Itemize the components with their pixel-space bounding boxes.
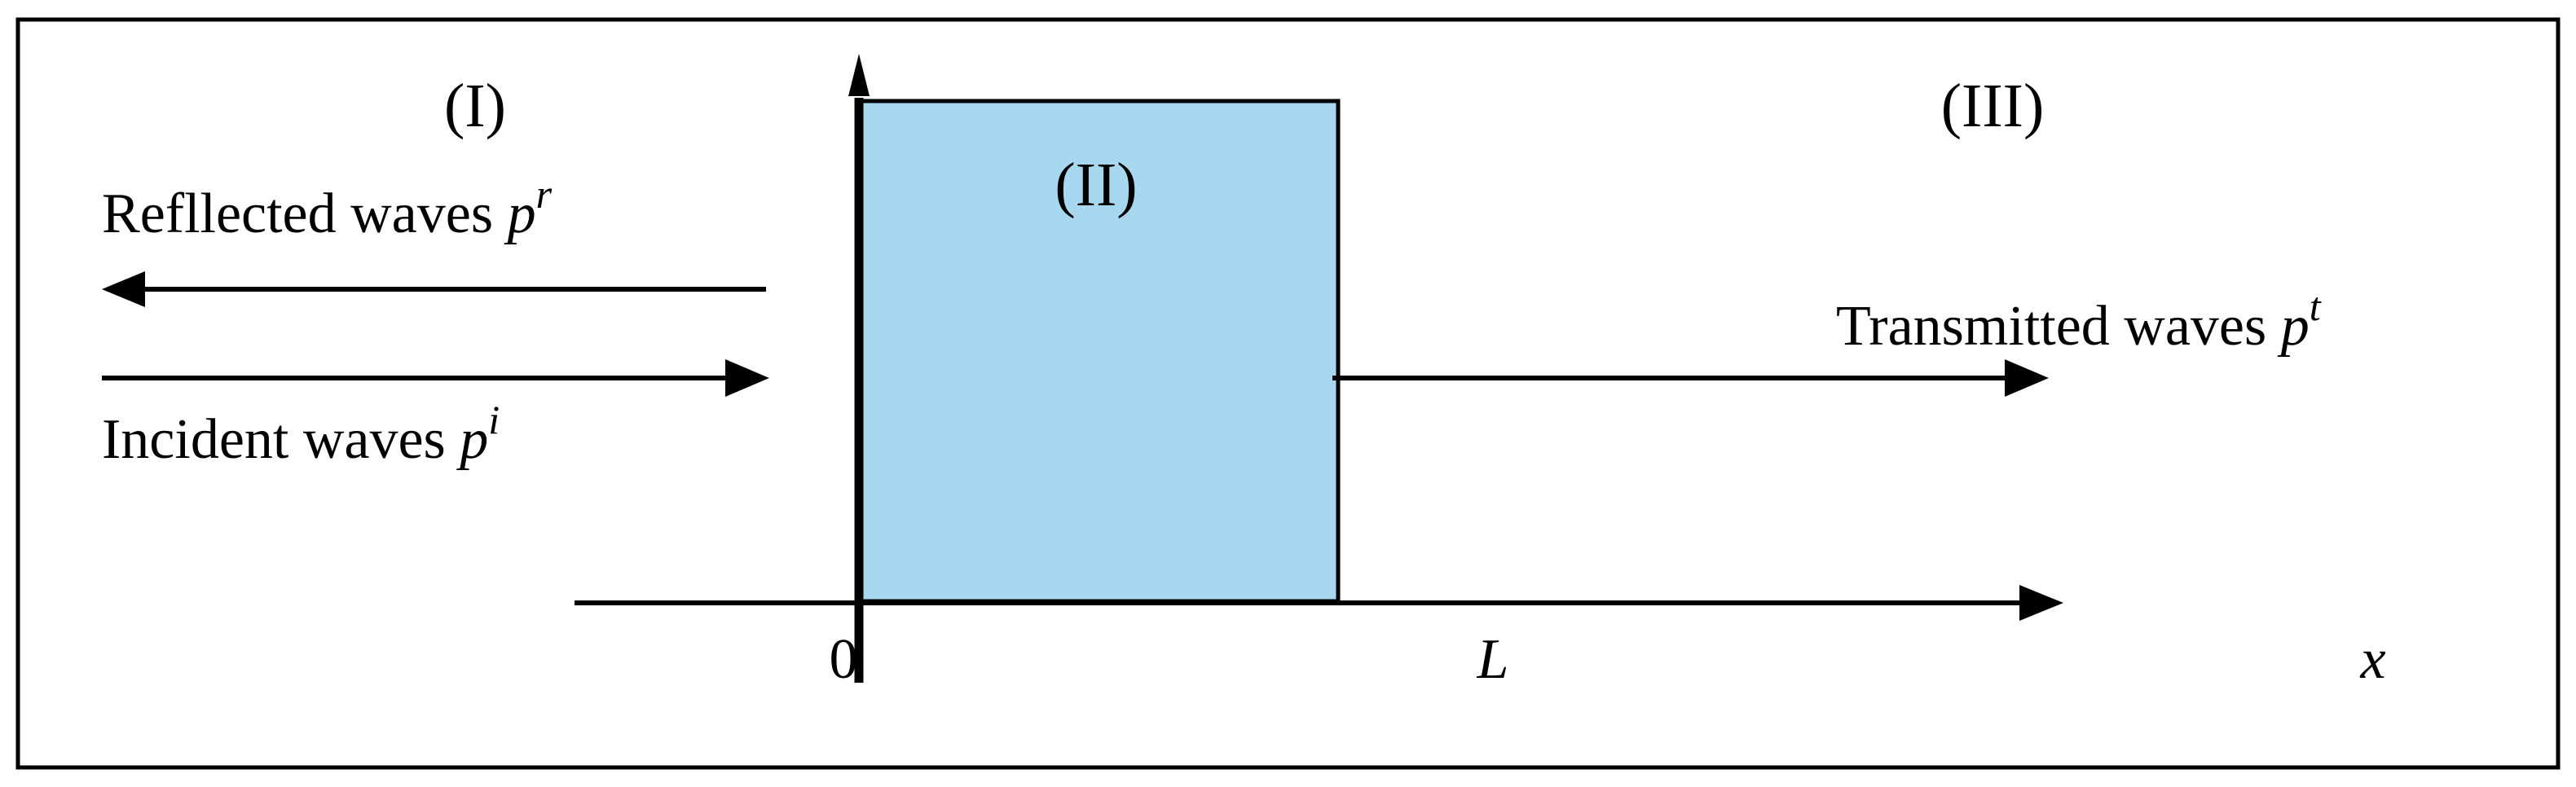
region-label-iii: (III) xyxy=(1941,72,2045,140)
incident-wave-arrowhead xyxy=(725,359,769,397)
x-axis-arrowhead xyxy=(2019,585,2063,621)
axis-variable-label: x xyxy=(2359,628,2385,691)
axis-slab-end-label: L xyxy=(1477,628,1509,691)
slab-region-ii xyxy=(856,99,1341,604)
vertical-axis-arrowhead xyxy=(848,54,870,96)
incident-waves-label: Incident waves pi xyxy=(102,397,500,471)
transmitted-wave-arrowhead xyxy=(2005,359,2049,397)
transmitted-waves-label: Transmitted waves pt xyxy=(1836,284,2322,358)
reflected-waves-label: Refllected waves pr xyxy=(102,171,553,245)
axis-origin-label: 0 xyxy=(830,628,858,691)
region-label-i: (I) xyxy=(444,72,506,140)
outer-frame xyxy=(15,17,2561,770)
region-label-ii: (II) xyxy=(1055,151,1137,219)
reflected-wave-arrowhead xyxy=(102,271,145,307)
